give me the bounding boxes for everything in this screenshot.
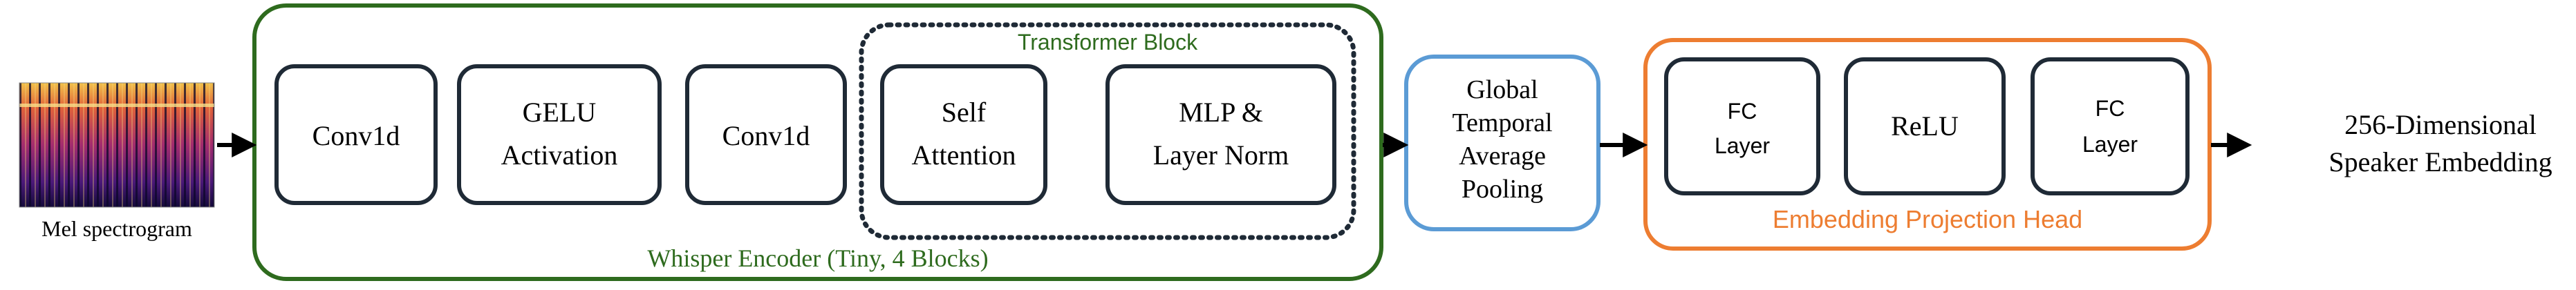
self-attention-line2: Attention (911, 139, 1016, 171)
transformer-block-container (859, 22, 1356, 240)
encoder-block-conv1d-1-label: Conv1d (312, 120, 400, 151)
output-line1: 256-Dimensional (2344, 109, 2537, 140)
mlp-line2: Layer Norm (1153, 139, 1289, 171)
input-caption: Mel spectrogram (41, 216, 192, 241)
head-block-fc-layer-2: FC Layer (2031, 57, 2190, 195)
pooling-line2: Temporal (1452, 108, 1552, 137)
fc2-line2: Layer (2082, 132, 2138, 157)
encoder-block-gelu-line1: GELU (523, 97, 597, 128)
relu-label: ReLU (1891, 110, 1959, 142)
encoder-block-conv1d-2-label: Conv1d (722, 120, 810, 151)
encoder-block-conv1d-2: Conv1d (685, 64, 847, 205)
global-temporal-average-pooling-block: Global Temporal Average Pooling (1404, 55, 1600, 231)
fc2-line1: FC (2096, 96, 2125, 121)
whisper-encoder-label: Whisper Encoder (Tiny, 4 Blocks) (647, 244, 988, 272)
encoder-block-conv1d-1: Conv1d (274, 64, 438, 205)
pooling-line1: Global (1466, 75, 1538, 104)
encoder-block-gelu: GELU Activation (457, 64, 662, 205)
fc1-line2: Layer (1715, 133, 1770, 158)
mel-spectrogram-image (19, 82, 215, 208)
head-block-fc-layer-1: FC Layer (1664, 57, 1820, 195)
encoder-block-gelu-line2: Activation (501, 139, 618, 171)
transformer-block-self-attention: Self Attention (880, 64, 1047, 205)
fc1-line1: FC (1728, 99, 1757, 124)
pooling-line3: Average (1459, 142, 1546, 171)
mlp-line1: MLP & (1179, 97, 1263, 128)
pooling-line4: Pooling (1462, 175, 1543, 204)
transformer-block-mlp-layer-norm: MLP & Layer Norm (1105, 64, 1336, 205)
transformer-block-label: Transformer Block (1018, 30, 1198, 55)
output-line2: Speaker Embedding (2328, 146, 2552, 177)
embedding-projection-head-label: Embedding Projection Head (1773, 205, 2082, 233)
self-attention-line1: Self (942, 97, 987, 128)
head-block-relu: ReLU (1844, 57, 2006, 195)
